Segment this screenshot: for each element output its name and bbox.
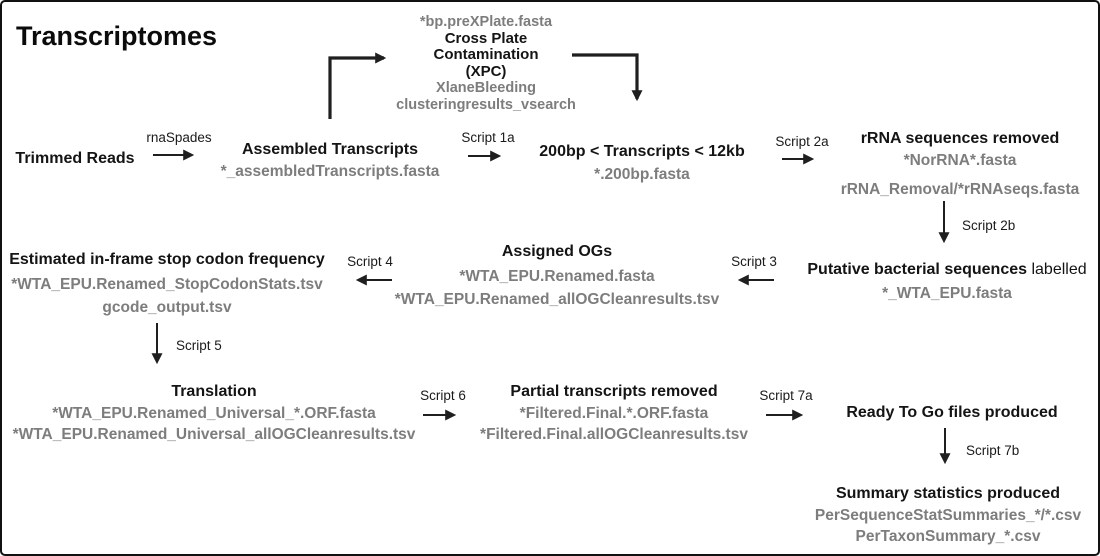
node-file: *WTA_EPU.Renamed_allOGCleanresults.tsv <box>394 291 720 308</box>
node-title: Contamination <box>433 46 539 63</box>
node-title: Assembled Transcripts <box>241 141 419 158</box>
node-file: *WTA_EPU.Renamed_StopCodonStats.tsv <box>11 276 323 293</box>
edge-label-script-5: Script 5 <box>176 338 222 353</box>
edge-label-script-1a: Script 1a <box>461 130 515 145</box>
node-file: rRNA_Removal/*rRNAseqs.fasta <box>840 181 1080 198</box>
node-title: 200bp < Transcripts < 12kb <box>539 143 745 160</box>
node-file: *NorRNA*.fasta <box>903 152 1017 169</box>
node-putative-bacterial: Putative bacterial sequences labelled *_… <box>807 259 1086 305</box>
node-file: PerSequenceStatSummaries_*/*.csv <box>814 507 1082 524</box>
node-title: Translation <box>171 383 257 400</box>
node-file: *bp.preXPlate.fasta <box>419 14 553 30</box>
node-assembled-transcripts: Assembled Transcripts *_assembledTranscr… <box>221 139 440 183</box>
edge-label-script-7a: Script 7a <box>759 388 813 403</box>
node-file: *Filtered.Final.allOGCleanresults.tsv <box>480 426 748 443</box>
node-file: *WTA_EPU.Renamed_Universal_*.ORF.fasta <box>52 405 376 422</box>
node-partial-removed: Partial transcripts removed *Filtered.Fi… <box>480 381 748 445</box>
node-title-regular: labelled <box>1031 261 1087 278</box>
node-title-bold: Putative bacterial sequences <box>807 261 1028 278</box>
node-title: Trimmed Reads <box>15 150 135 167</box>
edge-label-script-4: Script 4 <box>347 254 393 269</box>
node-file: gcode_output.tsv <box>102 299 232 316</box>
node-file: PerTaxonSummary_*.csv <box>855 528 1041 545</box>
node-file: clusteringresults_vsearch <box>396 96 576 113</box>
arrow-to-xpc <box>328 52 387 119</box>
edge-label-script-6: Script 6 <box>420 388 466 403</box>
node-title: Ready To Go files produced <box>846 404 1058 421</box>
node-rrna-removed: rRNA sequences removed *NorRNA*.fasta rR… <box>841 128 1080 201</box>
node-trimmed-reads: Trimmed Reads <box>15 148 134 170</box>
node-summary-statistics: Summary statistics produced PerSequenceS… <box>815 483 1081 547</box>
node-file: *WTA_EPU.Renamed.fasta <box>459 268 655 285</box>
node-title: Putative bacterial sequences labelled <box>807 259 1086 281</box>
node-assigned-ogs: Assigned OGs *WTA_EPU.Renamed.fasta *WTA… <box>395 240 719 311</box>
node-file: *Filtered.Final.*.ORF.fasta <box>519 405 709 422</box>
node-file: *_assembledTranscripts.fasta <box>220 163 440 180</box>
node-size-filtered: 200bp < Transcripts < 12kb *.200bp.fasta <box>539 141 744 186</box>
node-ready-to-go: Ready To Go files produced <box>846 402 1057 424</box>
edge-label-script-7b: Script 7b <box>966 443 1020 458</box>
page-title: Transcriptomes <box>16 21 218 51</box>
node-title: rRNA sequences removed <box>860 130 1060 147</box>
node-title: Cross Plate <box>444 29 528 47</box>
edge-label-rnaspades: rnaSpades <box>146 130 212 145</box>
node-title: Assigned OGs <box>501 243 613 260</box>
node-file: *_WTA_EPU.fasta <box>882 285 1012 302</box>
node-title: Summary statistics produced <box>835 485 1061 502</box>
node-title: (XPC) <box>465 62 507 80</box>
node-translation: Translation *WTA_EPU.Renamed_Universal_*… <box>13 381 416 445</box>
edge-label-script-3: Script 3 <box>731 254 777 269</box>
node-file: *.200bp.fasta <box>594 166 690 183</box>
edge-label-script-2a: Script 2a <box>775 134 829 149</box>
arrow-from-xpc <box>572 53 643 102</box>
node-title: Partial transcripts removed <box>510 383 718 400</box>
node-file: XlaneBleeding <box>436 80 536 96</box>
edge-label-script-2b: Script 2b <box>962 218 1016 233</box>
node-stop-codon-frequency: Estimated in-frame stop codon frequency … <box>9 248 325 319</box>
node-file: *WTA_EPU.Renamed_Universal_allOGCleanres… <box>12 426 416 443</box>
node-cross-plate-contamination: *bp.preXPlate.fasta Cross Plate Contamin… <box>396 14 576 113</box>
node-title: Estimated in-frame stop codon frequency <box>9 251 325 268</box>
